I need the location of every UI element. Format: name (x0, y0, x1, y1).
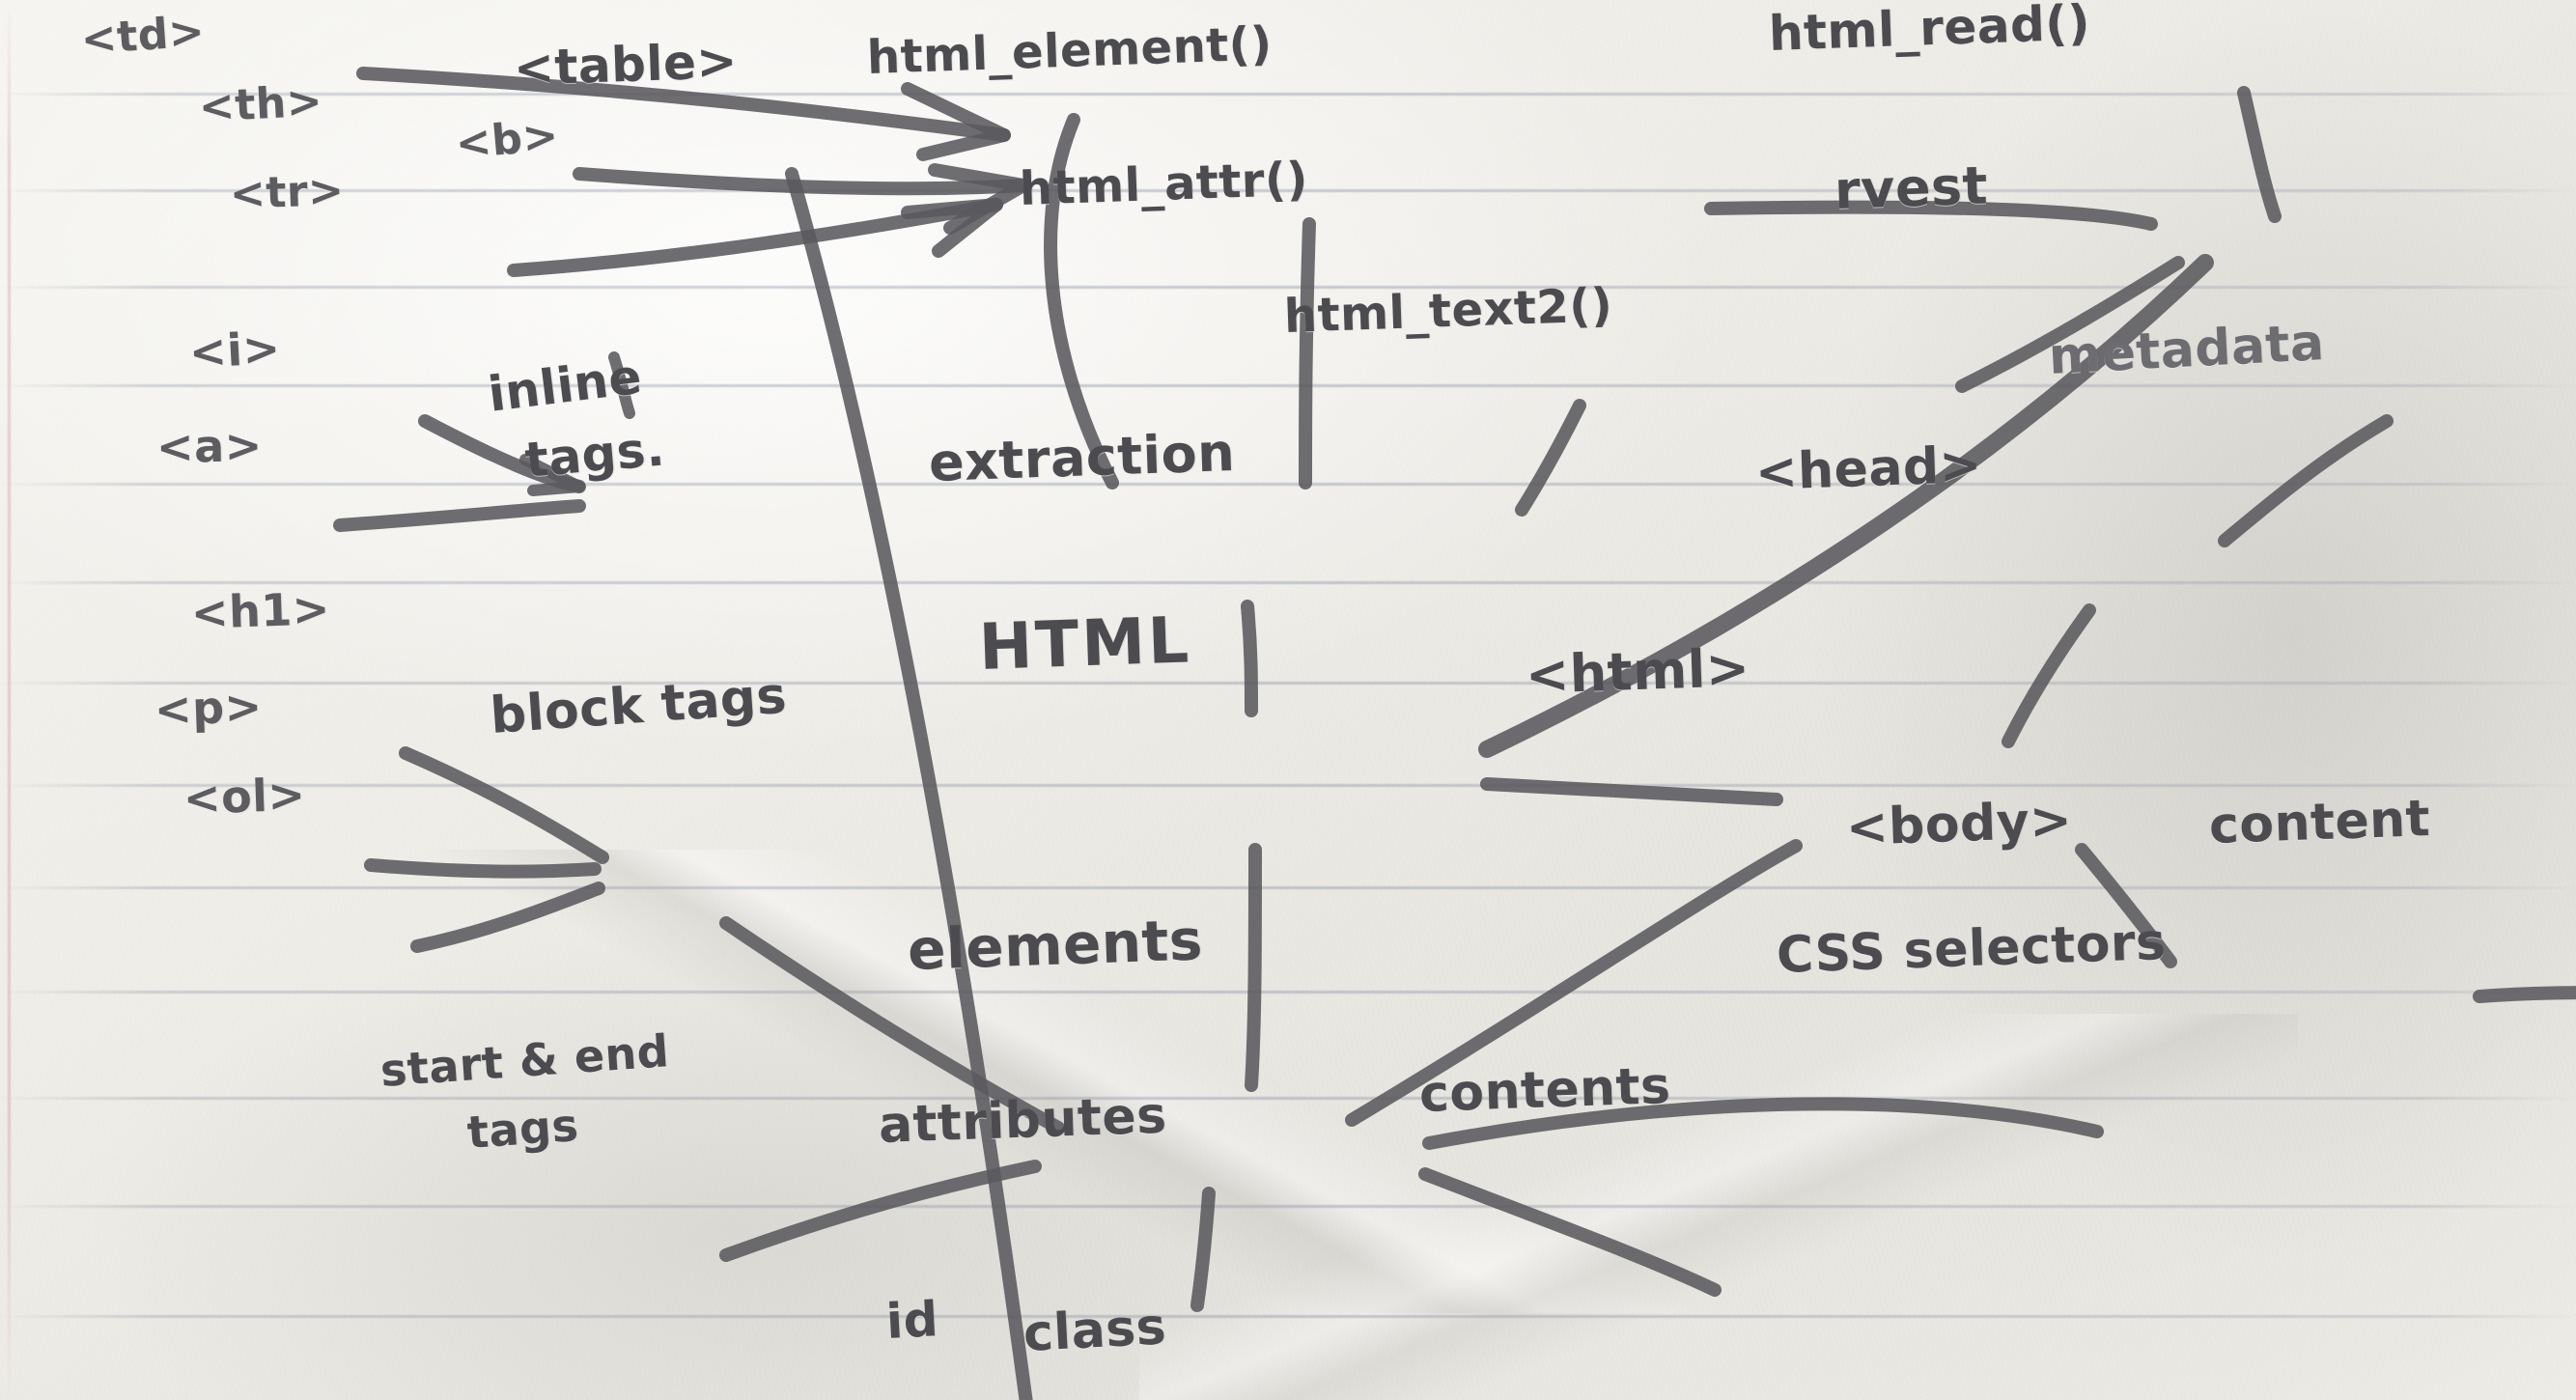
edge-h1-block (399, 746, 609, 864)
node-elements: elements (906, 907, 1204, 983)
node-metadata: metadata (2047, 314, 2326, 386)
ruled-line (0, 581, 2576, 584)
node-b: <b> (453, 110, 561, 169)
node-start-end-1: start & end (378, 1024, 671, 1097)
node-attributes: attributes (877, 1086, 1168, 1155)
node-tr: <tr> (229, 165, 346, 219)
edge-extraction-html (1241, 600, 1258, 717)
node-class: class (1022, 1298, 1168, 1363)
ruled-line (0, 93, 2576, 96)
edge-p-block (364, 858, 602, 879)
ruled-line (0, 682, 2576, 685)
edge-html-elements (1245, 843, 1262, 1092)
edge-htmltext2-extraction (1515, 399, 1586, 517)
node-html-element: html_element() (866, 16, 1274, 85)
ruled-line (0, 286, 2576, 289)
ruled-line (0, 991, 2576, 994)
arrowhead-td-table (901, 82, 1011, 161)
node-inline-tags: inline (485, 348, 645, 423)
node-html-text2: html_text2() (1283, 278, 1614, 344)
node-i: <i> (187, 322, 282, 378)
node-css-selectors: CSS selectors (1775, 912, 2168, 985)
node-th: <th> (197, 76, 324, 132)
node-td: <td> (79, 7, 207, 65)
edge-metadata-head (2218, 414, 2394, 547)
node-block-tags: block tags (488, 666, 789, 745)
paper-shadow-wash-right (1641, 0, 2576, 1400)
node-contents: contents (1417, 1056, 1672, 1124)
edge-table-elements (785, 167, 1033, 1400)
ruled-line (0, 1315, 2576, 1318)
edge-th-table (573, 167, 1030, 196)
node-start-end-2: tags (465, 1099, 580, 1159)
arrowhead-tr-table (901, 198, 1003, 258)
node-h1: <h1> (190, 581, 331, 639)
edge-ol-block (410, 882, 605, 953)
node-ol: <ol> (182, 768, 307, 825)
ruled-line (0, 384, 2576, 387)
ruled-line (0, 1097, 2576, 1100)
edge-elements-contents (1418, 1167, 1722, 1297)
node-html-center: HTML (977, 602, 1193, 685)
ruled-line (0, 1205, 2576, 1208)
node-content: content (2207, 790, 2431, 855)
arrowhead-th-table (928, 163, 1030, 235)
node-html-attr: html_attr() (1019, 152, 1309, 216)
edge-tr-table (507, 198, 1003, 277)
node-p: <p> (154, 680, 264, 736)
edge-a-inline (333, 499, 586, 532)
node-extraction: extraction (927, 421, 1237, 493)
ruled-line (0, 483, 2576, 486)
node-head: <head> (1753, 435, 1983, 502)
node-rvest: rvest (1833, 154, 1989, 221)
ruled-line (0, 886, 2576, 889)
ruled-line (0, 784, 2576, 787)
margin-rule-line (8, 0, 11, 1400)
node-a: <a> (155, 419, 264, 473)
node-html-read: html_read() (1767, 0, 2091, 62)
edge-elements-attributes (1190, 1187, 1216, 1312)
edge-elements-startend (719, 1160, 1042, 1262)
edge-head-htmltag (2002, 603, 2096, 748)
edge-htmlattr-extraction (1299, 217, 1316, 490)
edge-htmlread-rvest (2237, 86, 2282, 223)
node-table: <table> (512, 32, 739, 97)
node-body: <body> (1844, 791, 2074, 857)
node-id: id (884, 1291, 940, 1350)
ruled-line (0, 189, 2576, 192)
node-inline-tags-2: tags. (522, 420, 667, 489)
node-html-tag: <html> (1524, 636, 1751, 706)
